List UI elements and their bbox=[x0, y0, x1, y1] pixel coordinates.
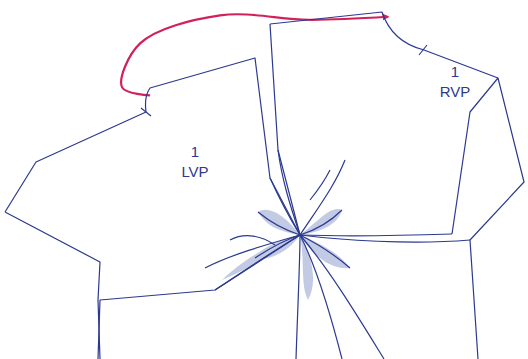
piece-edge bbox=[5, 58, 300, 359]
right-front-piece: 1RVP bbox=[266, 8, 528, 359]
piece-label: LVP bbox=[181, 164, 208, 181]
piece-outline bbox=[266, 8, 528, 359]
piece-edge bbox=[270, 12, 524, 359]
piece-number: 1 bbox=[451, 64, 459, 81]
piece-number: 1 bbox=[191, 144, 199, 161]
left-front-piece: 1LVP bbox=[4, 56, 304, 359]
rotation-arrow bbox=[121, 14, 388, 95]
fold-shading bbox=[222, 209, 350, 300]
fold-lines bbox=[98, 150, 470, 359]
notch-mark bbox=[141, 108, 151, 116]
piece-label: RVP bbox=[440, 84, 471, 101]
notch-mark bbox=[419, 45, 427, 55]
piece-outline bbox=[4, 56, 304, 359]
